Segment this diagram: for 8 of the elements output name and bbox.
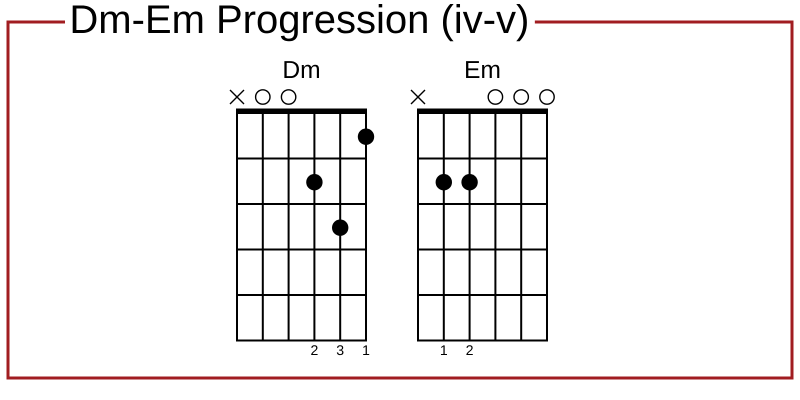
- finger-number: 2: [311, 345, 318, 355]
- finger-number: 1: [440, 345, 447, 355]
- finger-number: 3: [336, 345, 344, 356]
- chord-name: Dm: [284, 61, 319, 78]
- title: Dm-Em Progression (iv-v): [72, 4, 527, 42]
- finger-number: 1: [363, 345, 370, 355]
- chord-name: Em: [466, 61, 500, 78]
- finger-number: 2: [466, 345, 473, 355]
